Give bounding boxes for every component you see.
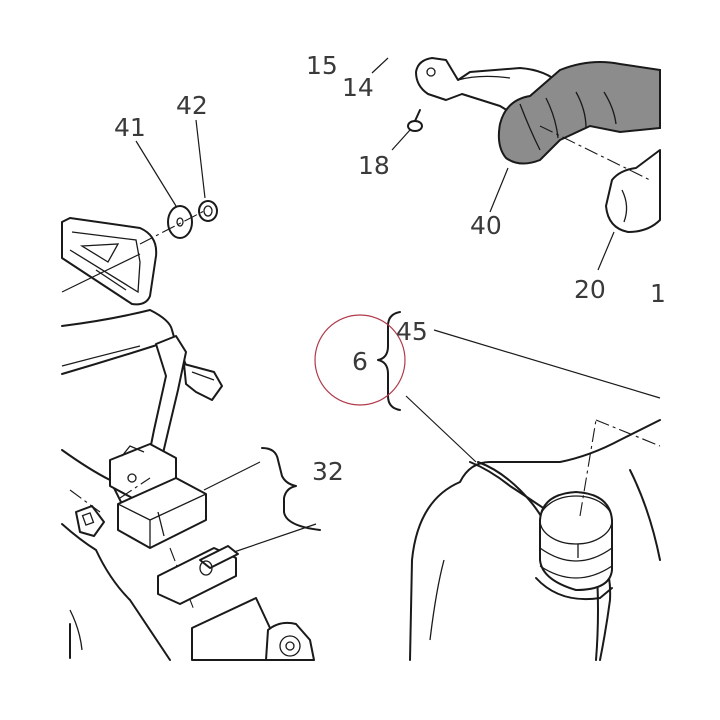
tank-cap [535,491,613,601]
callout-6: 6 [352,347,368,376]
frame-left [61,309,223,471]
washer-41 [167,205,193,239]
connector-32b [157,545,239,605]
callout-40: 40 [470,211,502,240]
callout-18: 18 [358,151,390,180]
callout-32: 32 [312,457,344,486]
relay-32a [117,477,207,549]
callout-45: 45 [396,317,428,346]
callout-41: 41 [114,113,146,142]
brace-32 [261,447,321,531]
rubber-mount-40 [497,61,661,165]
callout-1: 1 [650,279,666,308]
callout-15: 15 [306,51,338,80]
highlight-circle [314,314,406,406]
bracket-plate [61,217,158,306]
callout-20: 20 [574,275,606,304]
clip-part [69,489,105,537]
brace-45 [377,311,401,411]
sensor-lower [265,621,315,661]
reservoir-tank [409,419,661,661]
bracket-lower [191,597,271,661]
callout-14: 14 [342,73,374,102]
callout-42: 42 [176,91,208,120]
plug-20 [605,149,661,233]
nut-42 [198,200,218,222]
screw-18 [407,109,423,132]
